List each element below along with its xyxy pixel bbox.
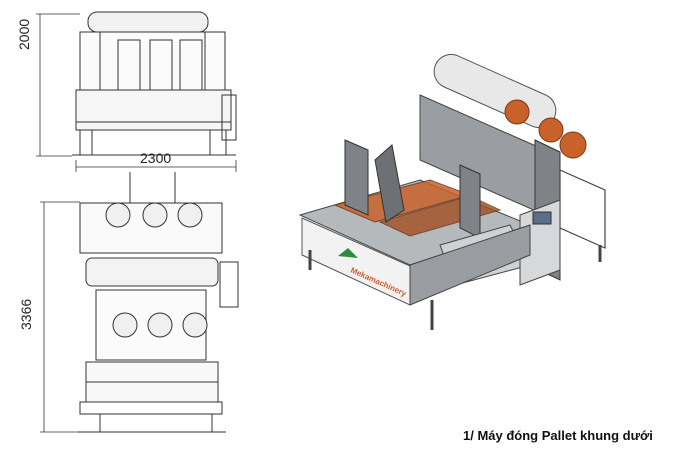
dimension-lines-bottom	[40, 201, 80, 433]
motor-wheel-3	[559, 131, 587, 159]
dimension-lines-top	[36, 13, 237, 172]
front-view-elevation	[72, 11, 237, 156]
dimension-height-bottom: 3366	[18, 298, 34, 330]
dimension-height-top: 2000	[16, 18, 32, 50]
figure-caption: 1/ Máy đóng Pallet khung dưới	[463, 428, 653, 443]
dimension-width-top: 2300	[140, 150, 172, 166]
plan-view	[78, 172, 239, 433]
motor-wheel-2	[538, 117, 564, 143]
motor-wheel-1	[504, 99, 530, 125]
isometric-machine: Mekamachinery	[298, 53, 606, 330]
